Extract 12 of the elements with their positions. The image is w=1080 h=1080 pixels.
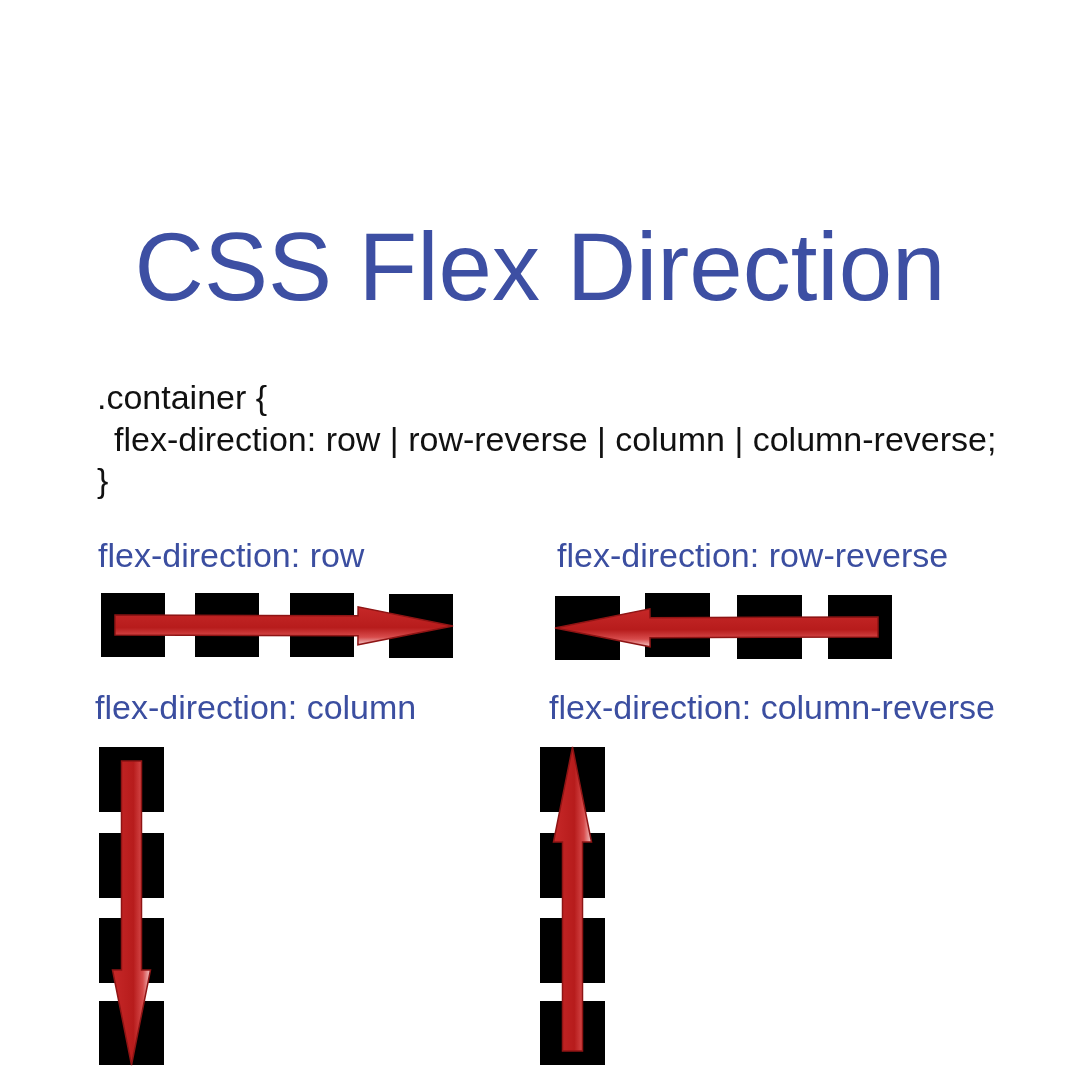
example-heading: flex-direction: column-reverse [549,688,995,728]
example-heading: flex-direction: row-reverse [557,536,949,576]
code-line: } [97,461,109,501]
title: CSS Flex Direction [133,212,947,322]
code-line: .container { [97,378,268,418]
direction-arrow [114,605,454,646]
code-line: flex-direction: row | row-reverse | column | column-reverse; [114,420,997,460]
example-heading: flex-direction: column [95,688,417,728]
example-heading: flex-direction: row [98,536,365,576]
direction-arrow [554,607,879,648]
direction-arrow [552,746,593,1052]
direction-arrow [111,760,152,1066]
